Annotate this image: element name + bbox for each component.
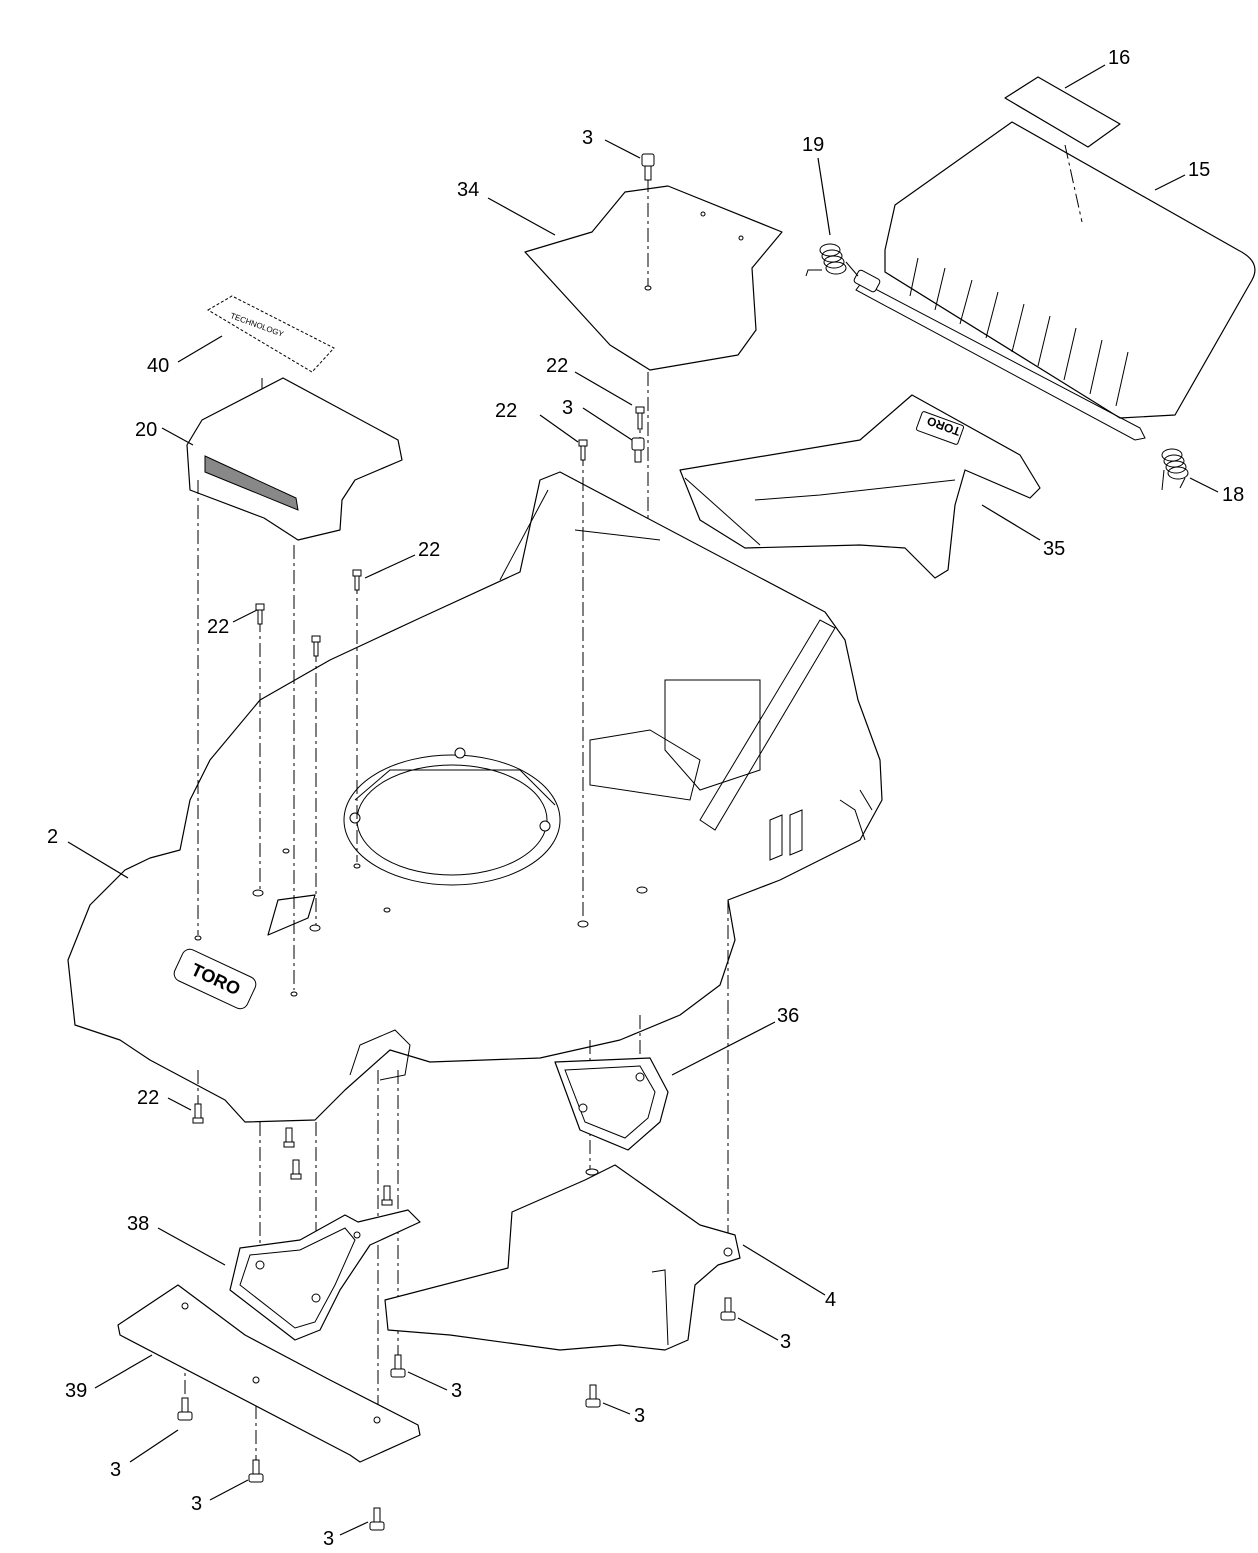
bolt-3-rear bbox=[720, 1297, 736, 1321]
callout-39: 39 bbox=[65, 1380, 87, 1402]
callout-18: 18 bbox=[1222, 484, 1244, 506]
screw-22-c bbox=[352, 569, 362, 591]
callout-3-e: 3 bbox=[191, 1493, 202, 1515]
callout-3-top: 3 bbox=[582, 127, 593, 149]
part-18-spring bbox=[1161, 448, 1189, 491]
callout-3-f: 3 bbox=[323, 1528, 334, 1550]
bolt-3-e bbox=[248, 1459, 264, 1483]
part-20-front-cover bbox=[186, 377, 403, 541]
callout-22-d: 22 bbox=[207, 616, 229, 638]
callout-35: 35 bbox=[1043, 538, 1065, 560]
screw-22-g bbox=[283, 1127, 295, 1148]
callout-22-c: 22 bbox=[418, 539, 440, 561]
callout-3-d: 3 bbox=[110, 1459, 121, 1481]
callout-36: 36 bbox=[777, 1005, 799, 1027]
part-35-chute: TORO bbox=[679, 394, 1041, 579]
callout-22-e: 22 bbox=[137, 1087, 159, 1109]
screw-22-i bbox=[381, 1185, 393, 1206]
callout-3-c: 3 bbox=[634, 1405, 645, 1427]
callout-3-b: 3 bbox=[451, 1380, 462, 1402]
part-19-spring bbox=[805, 243, 859, 277]
part-16-decal bbox=[1004, 76, 1121, 148]
bolt-3-mid bbox=[631, 437, 645, 463]
screw-22-h bbox=[290, 1159, 302, 1180]
screw-22-b bbox=[578, 439, 588, 461]
label-40-text: TECHNOLOGY bbox=[229, 311, 285, 339]
part-39-skid-plate bbox=[117, 1284, 421, 1463]
part-2-deck: TORO bbox=[67, 471, 883, 1123]
bolt-3-b bbox=[390, 1354, 406, 1378]
part-4-rear-baffle bbox=[384, 1164, 741, 1351]
callout-19: 19 bbox=[802, 134, 824, 156]
screw-22-a bbox=[635, 406, 645, 430]
callout-3-mid: 3 bbox=[562, 397, 573, 419]
part-38-baffle-plate bbox=[229, 1209, 421, 1341]
screw-22-e bbox=[311, 635, 321, 657]
callout-2: 2 bbox=[47, 826, 58, 848]
leader-lines bbox=[67, 64, 1219, 1536]
callout-3-rear: 3 bbox=[780, 1331, 791, 1353]
callout-22-a: 22 bbox=[546, 355, 568, 377]
screw-22-d bbox=[255, 603, 265, 625]
callout-34: 34 bbox=[457, 179, 479, 201]
bolt-3-f bbox=[369, 1507, 385, 1531]
callout-16: 16 bbox=[1108, 47, 1130, 69]
callout-38: 38 bbox=[127, 1213, 149, 1235]
callout-40: 40 bbox=[147, 355, 169, 377]
callout-22-b: 22 bbox=[495, 400, 517, 422]
callout-4: 4 bbox=[825, 1289, 836, 1311]
part-36-bracket bbox=[554, 1057, 669, 1151]
bolt-3-c bbox=[585, 1384, 601, 1408]
callouts: 16 15 19 18 3 34 40 20 22 22 3 35 22 22 … bbox=[47, 47, 1244, 1550]
fasteners bbox=[177, 153, 736, 1531]
part-15-rear-flap bbox=[853, 121, 1256, 441]
callout-15: 15 bbox=[1188, 159, 1210, 181]
bolt-3-d bbox=[177, 1397, 193, 1421]
bolt-3-top bbox=[641, 153, 655, 181]
screw-22-f bbox=[192, 1103, 204, 1124]
callout-20: 20 bbox=[135, 419, 157, 441]
